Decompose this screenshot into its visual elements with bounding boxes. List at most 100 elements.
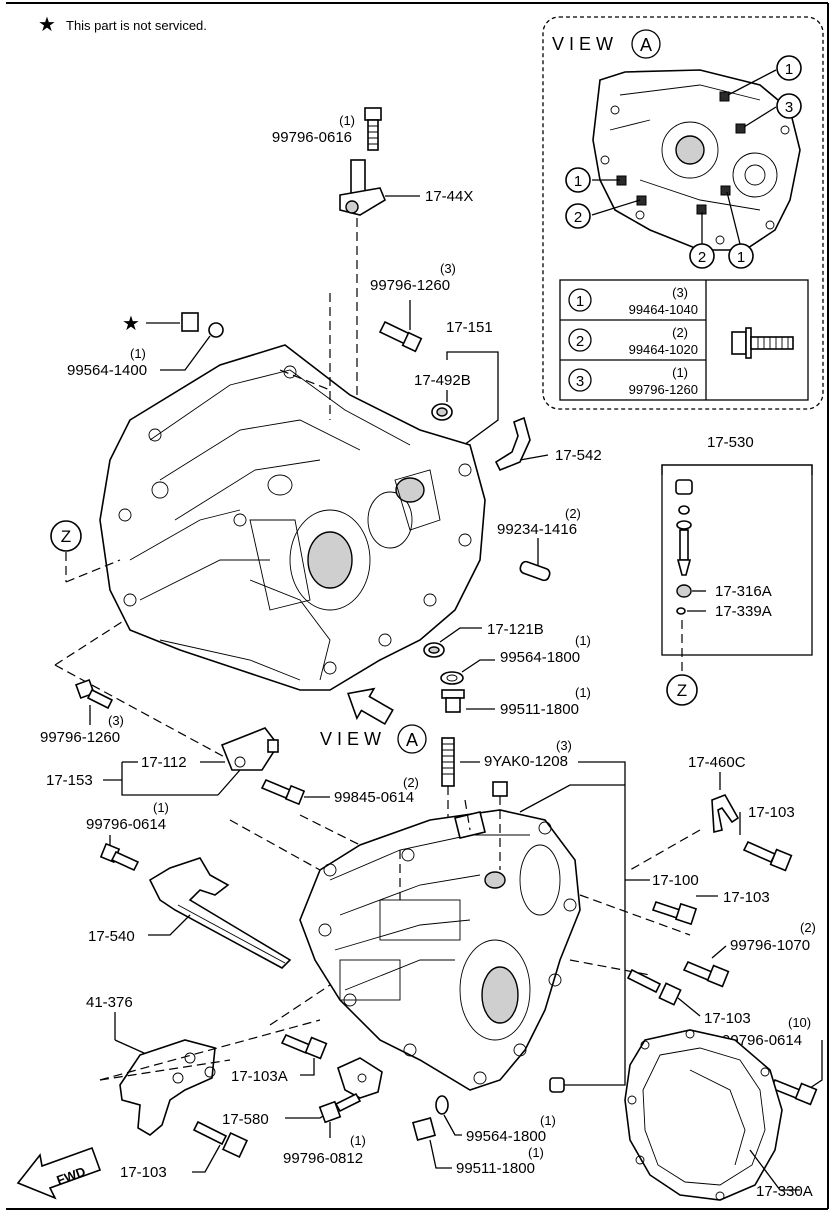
- clip-17-542: [494, 416, 531, 472]
- qty-99796-1260-top: (3): [440, 261, 456, 276]
- view-a-inset: VIEW A 1 3: [542, 16, 824, 410]
- label-17-103-c: 17-103: [704, 1010, 751, 1027]
- table-row1-num: 1: [576, 293, 584, 310]
- bolt-99796-1260-left: [75, 679, 114, 710]
- view-a-direction-arrow: [347, 687, 394, 726]
- plug-upper-lower: [492, 781, 508, 797]
- view-a-arrow-letter: A: [406, 730, 418, 750]
- star-icon-bolt: ★: [122, 313, 140, 335]
- label-17-339a: 17-339A: [715, 603, 772, 620]
- plug-99511-1800-b: [411, 1116, 437, 1142]
- label-9yak0-1208: 9YAK0-1208: [484, 753, 568, 770]
- bolt-99796-0812: [318, 1092, 362, 1124]
- bracket-17-112: [220, 727, 279, 771]
- qty-99796-0614-b: (10): [788, 1015, 811, 1030]
- qty-99564-1400: (1): [130, 346, 146, 361]
- plug-99511-1800-a: [441, 689, 465, 713]
- label-17-540: 17-540: [88, 928, 135, 945]
- label-99564-1400: 99564-1400: [67, 362, 147, 379]
- washer-99564-1800-a: [440, 671, 464, 685]
- table-row2-part: 99464-1020: [629, 342, 698, 357]
- qty-99796-1260-left: (3): [108, 713, 124, 728]
- sensor-17-44x: [339, 159, 387, 216]
- stud-9yak0-1208: [441, 737, 455, 787]
- bracket-17-460c: [711, 794, 740, 834]
- table-row3-qty: (1): [672, 365, 688, 380]
- not-serviced-note: This part is not serviced.: [66, 18, 207, 33]
- bolt-17-103-a: [742, 840, 793, 872]
- qty-99234-1416: (2): [565, 506, 581, 521]
- label-17-580: 17-580: [222, 1111, 269, 1128]
- label-17-103-d: 17-103: [120, 1164, 167, 1181]
- qty-99511-1800-a: (1): [575, 685, 591, 700]
- label-17-492b: 17-492B: [414, 372, 471, 389]
- view-a-callout-1a: 1: [785, 61, 793, 78]
- label-17-460c: 17-460C: [688, 754, 746, 771]
- label-99796-0614: 99796-0614: [86, 816, 166, 833]
- label-17-112: 17-112: [141, 754, 187, 771]
- table-row1-part: 99464-1040: [629, 302, 698, 317]
- label-99796-1070: 99796-1070: [730, 937, 810, 954]
- label-99796-0616: 99796-0616: [272, 129, 352, 146]
- label-99234-1416: 99234-1416: [497, 521, 577, 538]
- bolt-99845-0614: [260, 778, 306, 806]
- qty-9yak0-1208: (3): [556, 738, 572, 753]
- view-a-callout-2b: 2: [698, 249, 706, 266]
- label-17-542: 17-542: [555, 447, 602, 464]
- bolt-99796-1070: [682, 960, 730, 988]
- view-a-title: VIEW: [552, 34, 618, 54]
- view-a-circle-letter: A: [640, 35, 652, 55]
- seal-17-121b: [423, 642, 445, 658]
- label-99796-1260-top: 99796-1260: [370, 277, 450, 294]
- bolt-99796-0616: [364, 107, 382, 151]
- label-99511-1800-b: 99511-1800: [456, 1160, 535, 1177]
- view-a-callout-3: 3: [785, 99, 793, 116]
- qty-99796-0812: (1): [350, 1133, 366, 1148]
- bolt-99796-1260-top: [378, 320, 423, 353]
- bolt-17-103-c: [626, 968, 682, 1006]
- bracket-17-580: [337, 1057, 383, 1099]
- view-a-callout-1b: 1: [574, 173, 582, 190]
- lower-transmission-housing: [299, 809, 581, 1091]
- table-row2-num: 2: [576, 333, 584, 350]
- seal-17-492b: [431, 403, 453, 421]
- table-row3-part: 99796-1260: [629, 382, 698, 397]
- bracket-17-540: [148, 857, 292, 969]
- view-a-callout-1c: 1: [737, 249, 745, 266]
- label-17-153: 17-153: [46, 772, 93, 789]
- bolt-17-103-b: [651, 900, 698, 926]
- label-17-44x: 17-44X: [425, 188, 473, 205]
- bolt-99564-1400: [181, 312, 224, 338]
- qty-99845-0614: (2): [403, 775, 419, 790]
- z-marker-right: Z: [677, 681, 687, 700]
- qty-99564-1800-a: (1): [575, 633, 591, 648]
- label-17-151: 17-151: [446, 319, 493, 336]
- view-a-callout-2a: 2: [574, 209, 582, 226]
- plug-lower-right: [549, 1077, 565, 1093]
- qty-99796-0614: (1): [153, 800, 169, 815]
- label-99564-1800-b: 99564-1800: [466, 1128, 546, 1145]
- label-17-103-a: 17-103: [748, 804, 795, 821]
- label-17-330a: 17-330A: [756, 1183, 813, 1200]
- label-17-121b: 17-121B: [487, 621, 544, 638]
- bracket-41-376: [119, 1039, 216, 1136]
- table-row1-qty: (3): [672, 285, 688, 300]
- bolt-17-103a: [280, 1033, 328, 1060]
- label-99511-1800-a: 99511-1800: [500, 701, 579, 718]
- label-99564-1800-a: 99564-1800: [500, 649, 580, 666]
- bolt-17-103-d: [192, 1120, 249, 1159]
- cover-17-330a: [624, 1029, 783, 1201]
- star-icon: ★: [38, 14, 56, 36]
- label-99796-0614-b: 99796-0614: [722, 1032, 802, 1049]
- dowel-99234-1416: [519, 560, 551, 582]
- bolt-99796-0614-b: [769, 1078, 818, 1106]
- washer-99564-1800-b: [435, 1095, 449, 1115]
- flange-bolt-icon: [731, 327, 794, 359]
- label-17-316a: 17-316A: [715, 583, 772, 600]
- label-99845-0614: 99845-0614: [334, 789, 414, 806]
- view-a-bolt-table: 1 (3) 99464-1040 2 (2) 99464-1020 3 (1) …: [559, 279, 809, 401]
- label-17-103a: 17-103A: [231, 1068, 288, 1085]
- label-17-530: 17-530: [707, 434, 754, 451]
- bolt-99796-0614: [99, 842, 140, 872]
